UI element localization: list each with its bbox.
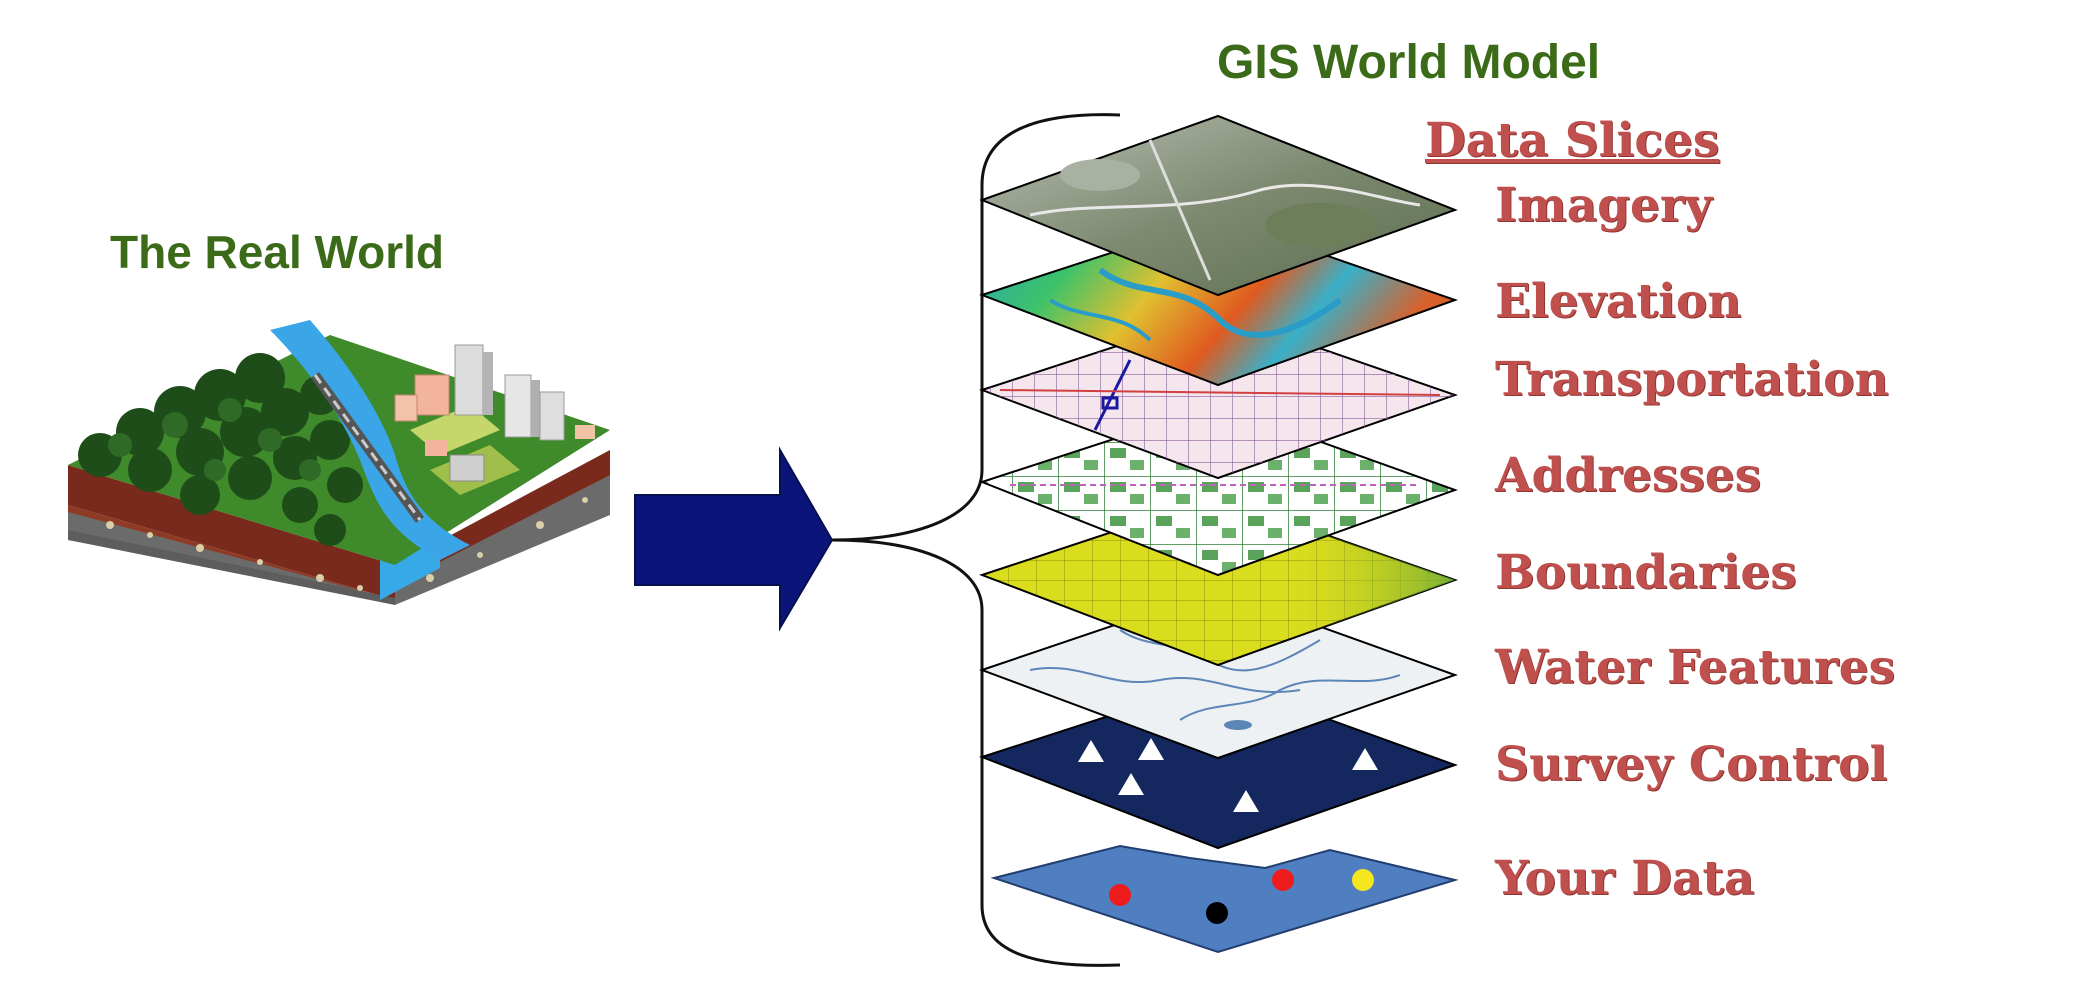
- terrain-block-illustration: [68, 320, 610, 605]
- slice-label-transportation: Transportation: [1495, 352, 1889, 407]
- layer-imagery: [979, 114, 1458, 297]
- data-slices-heading: Data Slices: [1425, 113, 1720, 168]
- layer-elevation: [979, 216, 1459, 387]
- brace-icon: [831, 113, 1121, 967]
- slice-label-your-data: Your Data: [1495, 851, 1755, 906]
- slice-label-imagery: Imagery: [1495, 178, 1713, 233]
- layer-survey-control: [979, 678, 1458, 850]
- slice-label-water-features: Water Features: [1495, 640, 1896, 695]
- slice-label-addresses: Addresses: [1495, 448, 1762, 503]
- layer-transportation: [978, 311, 1459, 480]
- layer-water-features: [979, 588, 1458, 760]
- slice-label-boundaries: Boundaries: [1495, 545, 1797, 600]
- layer-your-data: [990, 844, 1459, 954]
- slice-label-survey-control: Survey Control: [1495, 737, 1888, 792]
- arrow-right-icon: [634, 446, 834, 632]
- gis-world-model-title: GIS World Model: [1217, 36, 1601, 89]
- real-world-title: The Real World: [110, 226, 444, 278]
- slice-label-elevation: Elevation: [1495, 274, 1742, 329]
